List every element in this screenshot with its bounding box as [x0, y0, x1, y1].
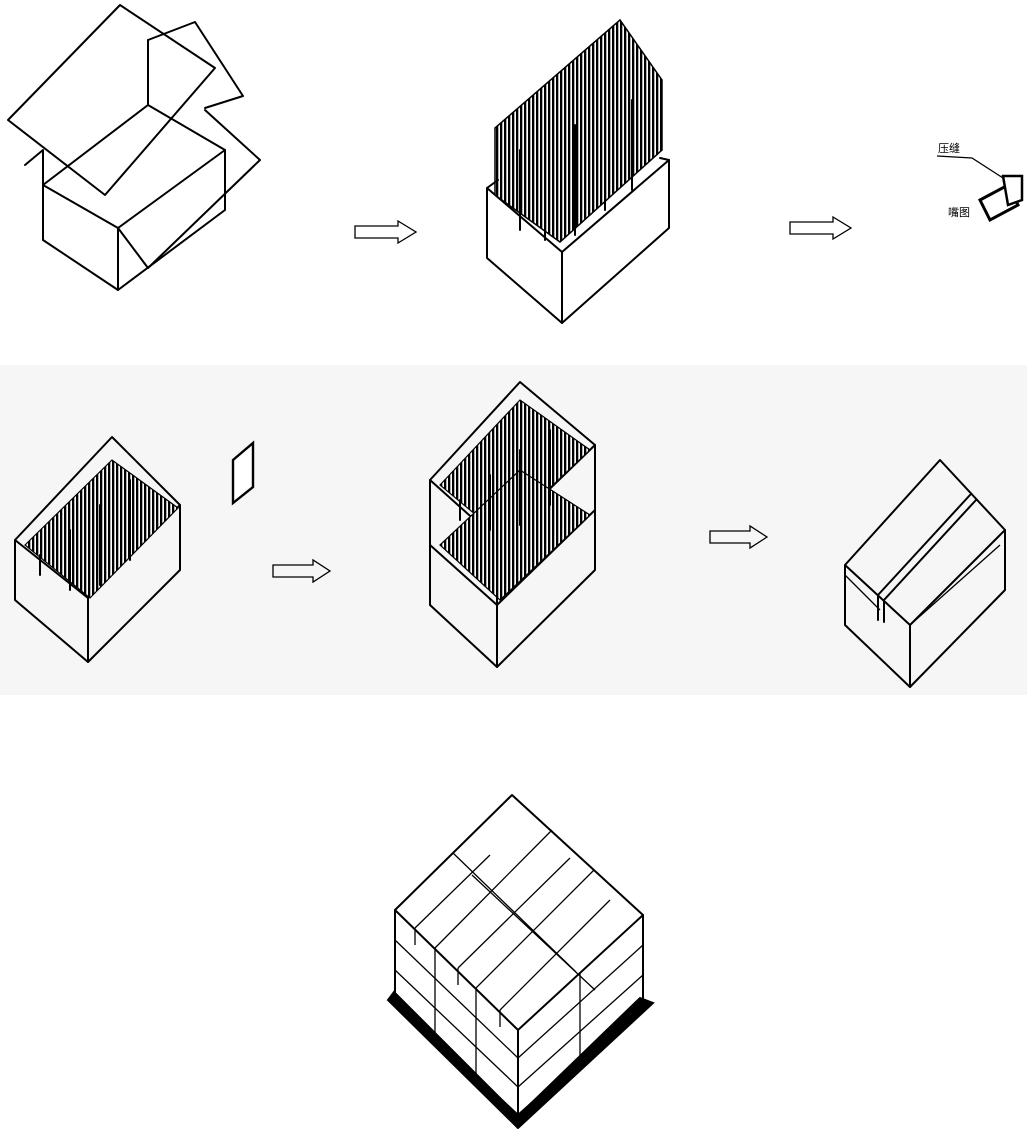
card-label: 嘴图	[948, 206, 970, 219]
filled-carton-icon	[487, 20, 669, 323]
tape-card-part-icon: 压缝 嘴图	[937, 141, 1022, 220]
process-arrow	[790, 217, 851, 239]
palletized-stack-icon	[388, 795, 653, 1128]
open-carton-icon	[8, 5, 260, 290]
tape-label: 压缝	[938, 141, 960, 155]
process-arrow	[355, 221, 416, 243]
